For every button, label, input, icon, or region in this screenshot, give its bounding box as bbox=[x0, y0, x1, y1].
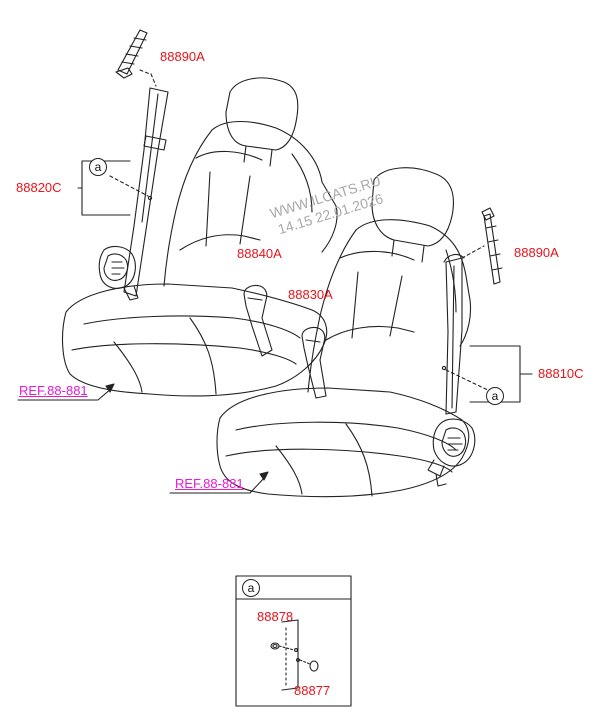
buckles-drawing bbox=[243, 284, 327, 399]
part-label-88878[interactable]: 88878 bbox=[257, 609, 294, 624]
part-label-88810c[interactable]: 88810C bbox=[538, 366, 584, 381]
left-belt-drawing bbox=[77, 29, 169, 301]
left-seat-drawing bbox=[62, 77, 338, 397]
right-seat-drawing bbox=[216, 167, 472, 498]
part-label-88890a-right[interactable]: 88890A bbox=[514, 245, 559, 260]
part-label-88840a[interactable]: 88840A bbox=[237, 246, 282, 261]
ref-link-left[interactable]: REF.88-881 bbox=[19, 383, 88, 398]
part-label-88890a-left[interactable]: 88890A bbox=[160, 49, 205, 64]
part-label-88820c[interactable]: 88820C bbox=[16, 180, 62, 195]
callout-a-left[interactable]: a bbox=[89, 158, 107, 176]
ref-leaders bbox=[17, 383, 269, 494]
right-belt-drawing bbox=[427, 207, 533, 487]
part-label-88830a[interactable]: 88830A bbox=[288, 287, 333, 302]
part-label-88877[interactable]: 88877 bbox=[294, 683, 331, 698]
detail-box-drawing bbox=[235, 575, 352, 707]
callout-a-detail: a bbox=[242, 579, 260, 597]
callout-a-right[interactable]: a bbox=[486, 387, 504, 405]
ref-link-right[interactable]: REF.88-881 bbox=[175, 476, 244, 491]
